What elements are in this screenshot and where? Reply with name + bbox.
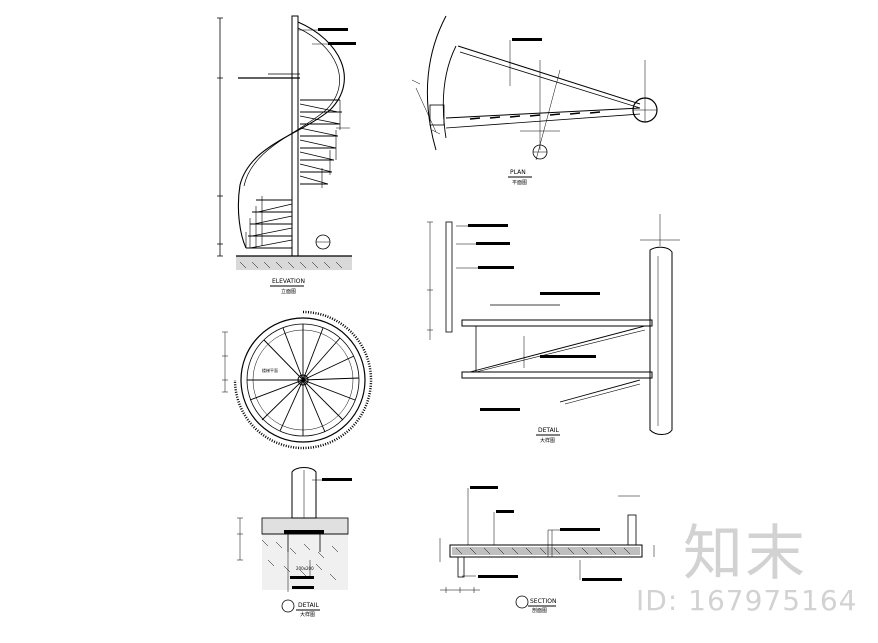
elevation-steps <box>246 99 342 249</box>
watermark-logo: 知末 <box>683 519 807 589</box>
watermark-id: ID: 167975164 <box>636 584 858 617</box>
detail-right-title: DETAIL <box>538 427 559 434</box>
circular-plan-view: 楼梯平面 <box>222 310 373 450</box>
section-view: SECTION 剖面图 <box>439 486 655 614</box>
circular-treads <box>247 324 360 436</box>
circular-plan-label: 楼梯平面 <box>262 367 278 373</box>
detail-right-subtitle: 大样图 <box>540 437 555 444</box>
base-detail-subtitle: 大样图 <box>300 611 315 618</box>
base-detail-view: 200x200 DETAIL 大样图 <box>237 467 352 618</box>
elevation-view: ELEVATION 立面图 <box>217 15 356 295</box>
plan-view: PLAN 平面图 <box>411 15 658 186</box>
plan-subtitle: 平面图 <box>512 180 527 186</box>
plan-title: PLAN <box>510 169 526 176</box>
detail-right-view: DETAIL 大样图 <box>427 214 680 444</box>
base-detail-title: DETAIL <box>298 602 319 609</box>
elevation-subtitle: 立面图 <box>281 288 296 295</box>
elevation-title: ELEVATION <box>272 278 305 285</box>
section-subtitle: 剖面图 <box>532 607 547 614</box>
section-title: SECTION <box>530 598 556 605</box>
base-note: 200x200 <box>296 566 314 571</box>
